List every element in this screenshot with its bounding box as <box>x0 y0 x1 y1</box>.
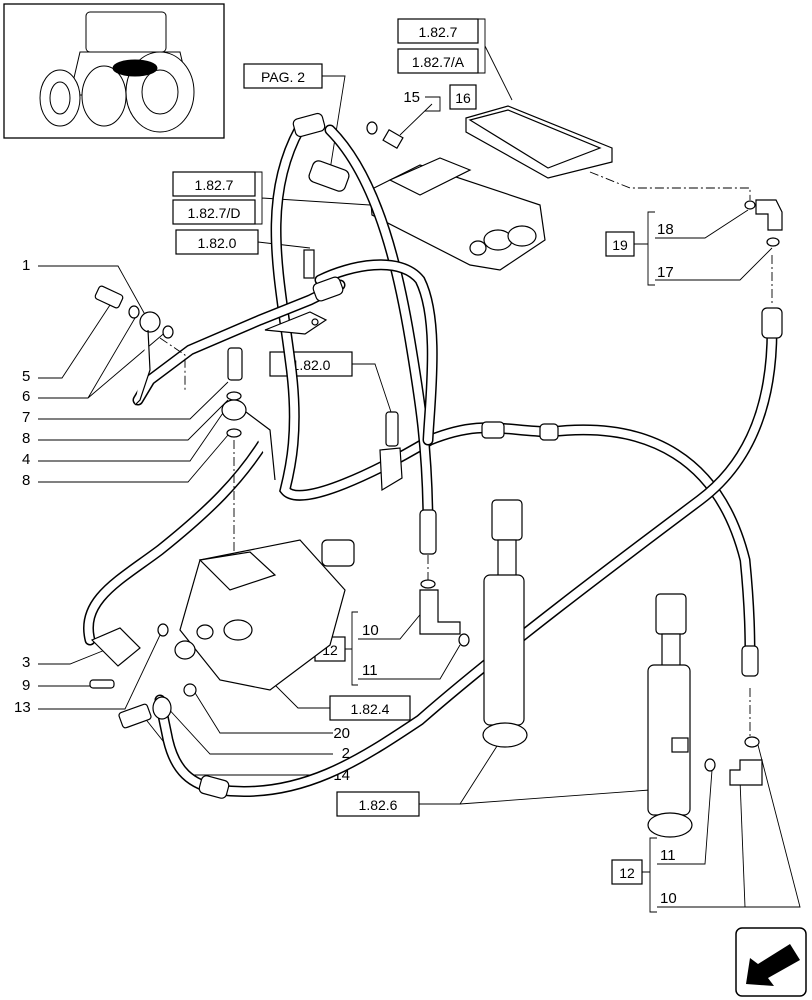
callout-15: 15 <box>403 89 420 106</box>
elbow-10-b <box>671 736 763 786</box>
ref-box-1827-mid[interactable]: 1.82.7 <box>172 171 256 197</box>
callout-5: 5 <box>22 368 30 385</box>
hose-upper-main <box>270 122 556 501</box>
svg-text:1.82.7: 1.82.7 <box>419 24 458 40</box>
banjo-fitting-1 <box>128 305 174 406</box>
banjo-2 <box>118 683 197 729</box>
hose-lower-left <box>83 434 271 646</box>
hose-long-arc <box>544 424 756 666</box>
callout-8-a: 8 <box>22 430 30 447</box>
callout-1: 1 <box>22 257 30 274</box>
lift-cylinder-right <box>647 593 693 838</box>
banjo-3 <box>89 623 169 689</box>
callout-3: 3 <box>22 654 30 671</box>
arrow-down-left-icon <box>746 944 800 986</box>
svg-text:1.82.7: 1.82.7 <box>195 177 234 193</box>
svg-text:1.82.4: 1.82.4 <box>351 701 390 717</box>
callout-7: 7 <box>22 409 30 426</box>
callout-9: 9 <box>22 677 30 694</box>
callout-8-b: 8 <box>22 472 30 489</box>
svg-text:12: 12 <box>619 865 635 881</box>
tractor-icon <box>39 11 195 133</box>
svg-text:1.82.6: 1.82.6 <box>359 797 398 813</box>
control-valve <box>174 539 355 691</box>
elbow-18 <box>744 199 783 247</box>
ref-box-1820-a[interactable]: 1.82.0 <box>175 229 259 255</box>
ref-box-1820-b[interactable]: 1.82.0 <box>269 351 353 377</box>
hose-right-vertical <box>214 324 778 797</box>
ref-box-pag2[interactable]: PAG. 2 <box>243 63 323 89</box>
banjo-fitting-4 <box>221 399 276 481</box>
control-module <box>465 105 613 179</box>
distributor-block <box>369 157 546 271</box>
callout-13: 13 <box>14 699 31 716</box>
callout-20: 20 <box>333 725 350 742</box>
callout-17: 17 <box>657 264 674 281</box>
ref-box-1827-top[interactable]: 1.82.7 <box>397 18 479 44</box>
ref-box-1824[interactable]: 1.82.4 <box>329 695 411 721</box>
ref-box-12-b[interactable]: 12 <box>611 859 643 885</box>
pipe-upper-left <box>132 279 346 406</box>
ref-box-1827d[interactable]: 1.82.7/D <box>172 199 256 225</box>
callout-2: 2 <box>342 745 350 762</box>
hose-fittings <box>198 112 783 799</box>
svg-text:19: 19 <box>612 237 628 253</box>
hose-upper-loop <box>314 259 438 446</box>
callout-4: 4 <box>22 451 30 468</box>
fitting-center <box>379 411 403 492</box>
svg-text:1.82.7/A: 1.82.7/A <box>412 54 465 70</box>
svg-text:16: 16 <box>455 90 471 106</box>
svg-text:15: 15 <box>403 89 420 106</box>
fitting-15 <box>308 121 404 192</box>
ref-box-19[interactable]: 19 <box>605 231 635 257</box>
next-page-button[interactable] <box>735 927 807 997</box>
svg-text:PAG. 2: PAG. 2 <box>261 69 305 85</box>
elbow-10-a <box>419 579 470 647</box>
svg-text:1.82.7/D: 1.82.7/D <box>188 205 241 221</box>
callout-10-b: 10 <box>660 890 677 907</box>
ref-box-16[interactable]: 16 <box>449 84 477 110</box>
bolt-7 <box>226 347 243 401</box>
ref-box-1826[interactable]: 1.82.6 <box>336 791 420 817</box>
lift-cylinder-left <box>482 499 528 748</box>
banjo-bolt-5 <box>94 285 124 309</box>
callout-6: 6 <box>22 388 30 405</box>
hose-to-cylinder-left <box>324 124 434 536</box>
callout-11-a: 11 <box>362 662 378 679</box>
ref-box-1827a[interactable]: 1.82.7/A <box>397 48 479 74</box>
callout-18: 18 <box>657 221 674 238</box>
callout-11-b: 11 <box>660 847 676 864</box>
svg-text:1.82.0: 1.82.0 <box>198 235 237 251</box>
callout-10-a: 10 <box>362 622 379 639</box>
bracket <box>264 249 328 335</box>
svg-text:1.82.0: 1.82.0 <box>292 357 331 373</box>
tractor-thumbnail <box>3 3 225 139</box>
